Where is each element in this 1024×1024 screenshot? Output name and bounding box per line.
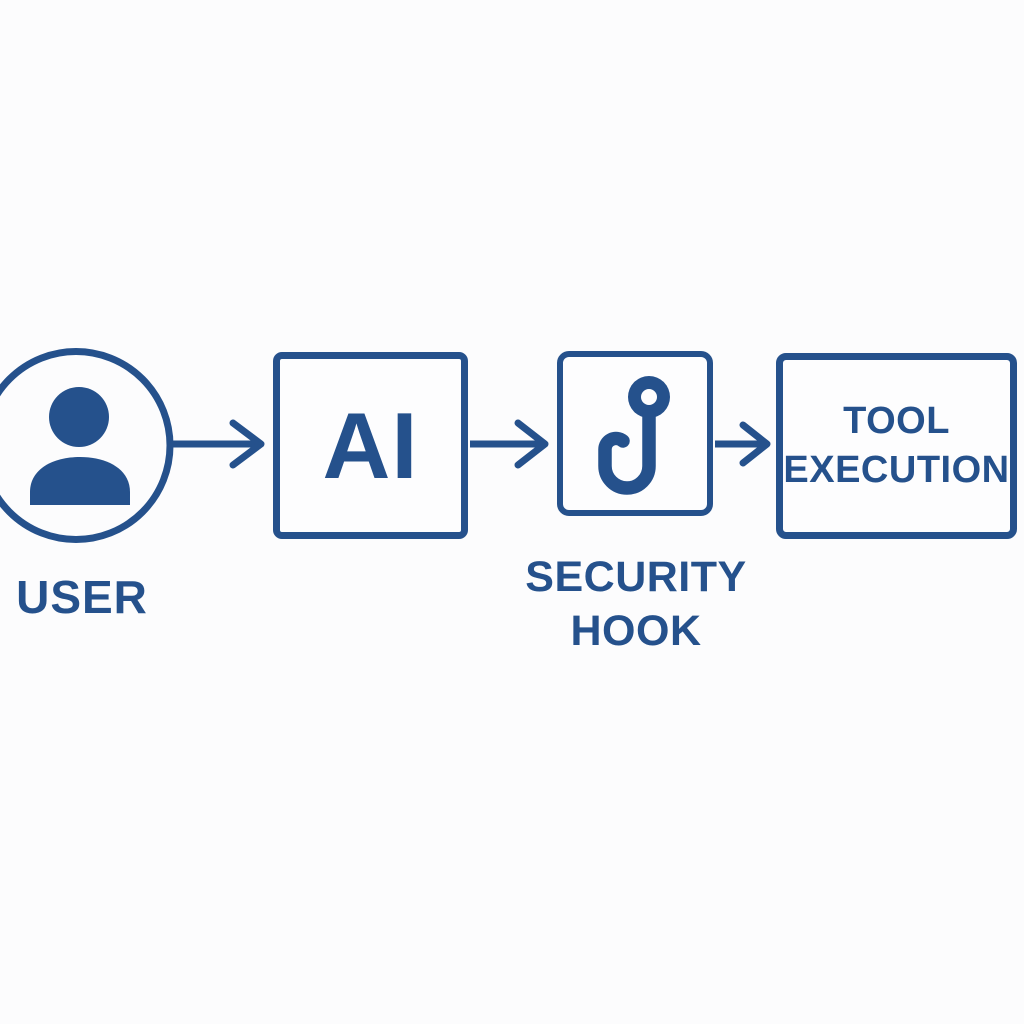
avatar-head — [49, 387, 109, 447]
tool-label-line1: TOOL — [843, 399, 950, 442]
node-tool-execution-label: TOOL EXECUTION — [783, 397, 1009, 496]
hook-body — [598, 408, 656, 495]
hook-label-line1: SECURITY — [525, 553, 747, 601]
avatar-shoulders — [30, 457, 130, 505]
node-security-hook-label: SECURITY HOOK — [486, 550, 786, 658]
hook-label-line2: HOOK — [570, 607, 702, 656]
avatar-circle — [0, 348, 174, 543]
tool-label-line2: EXECUTION — [783, 449, 1010, 491]
arrow-ai-to-hook — [470, 419, 549, 469]
arrow-hook-to-tool — [715, 421, 771, 467]
hook-eye-hole — [641, 388, 657, 405]
user-icon — [0, 348, 174, 543]
node-ai-label: AI — [322, 392, 419, 498]
node-tool-execution: TOOL EXECUTION — [776, 353, 1017, 539]
node-user-label: USER — [16, 571, 148, 623]
arrow-user-to-ai — [173, 419, 265, 469]
node-security-hook — [557, 351, 713, 516]
fishhook-icon — [598, 375, 670, 495]
node-ai: AI — [273, 352, 468, 539]
